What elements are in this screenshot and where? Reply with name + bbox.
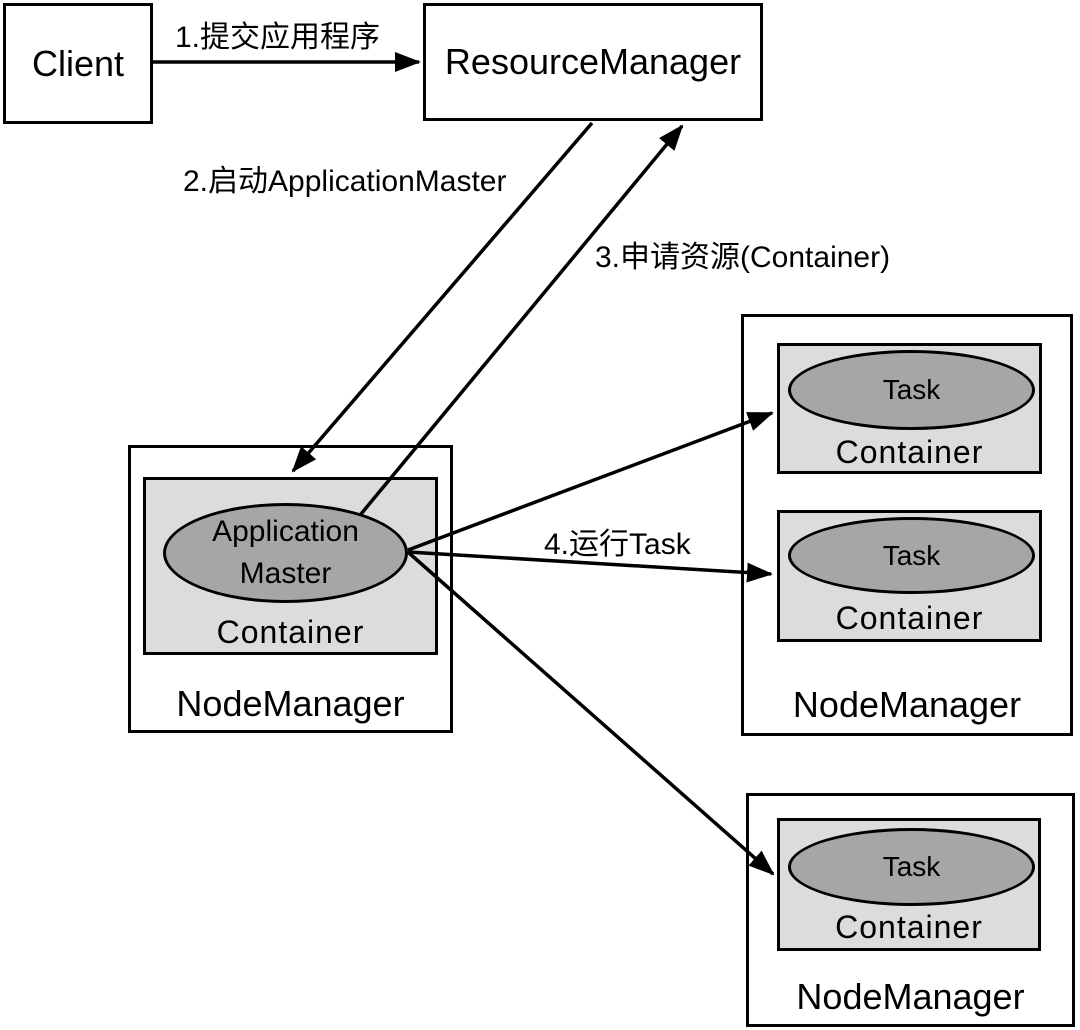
application-master-ellipse: Application Master [163, 503, 408, 603]
task-label-3: Task [882, 851, 941, 882]
step2-launch-applicationmaster-label: 2.启动ApplicationMaster [183, 165, 507, 198]
resource-manager-box: ResourceManager [423, 3, 763, 121]
container-label-left: Container [216, 614, 365, 650]
task-label-2: Task [882, 539, 941, 571]
application-master-label-line1: Application [212, 515, 359, 548]
step4-run-task-label: 4.运行Task [544, 528, 691, 561]
node-manager-right-top-label: NodeManager [792, 684, 1022, 725]
container-label-3: Container [835, 909, 983, 945]
arrow-run-task-3 [407, 551, 775, 876]
container-label-2: Container [835, 600, 984, 636]
resource-manager-label: ResourceManager [444, 41, 742, 82]
task-label-1: Task [882, 374, 941, 405]
container-label-1: Container [835, 434, 984, 470]
task-ellipse-1: Task [788, 350, 1035, 430]
node-manager-left-label: NodeManager [176, 683, 405, 724]
task-ellipse-3: Task [788, 828, 1035, 906]
step3-request-resources-label: 3.申请资源(Container) [595, 241, 891, 274]
node-manager-right-bottom-label: NodeManager [796, 976, 1025, 1017]
step1-submit-application-label: 1.提交应用程序 [175, 21, 381, 54]
client-box: Client [3, 3, 153, 124]
client-label: Client [31, 42, 125, 84]
task-ellipse-2: Task [788, 517, 1035, 594]
application-master-label-line2: Master [239, 557, 332, 590]
